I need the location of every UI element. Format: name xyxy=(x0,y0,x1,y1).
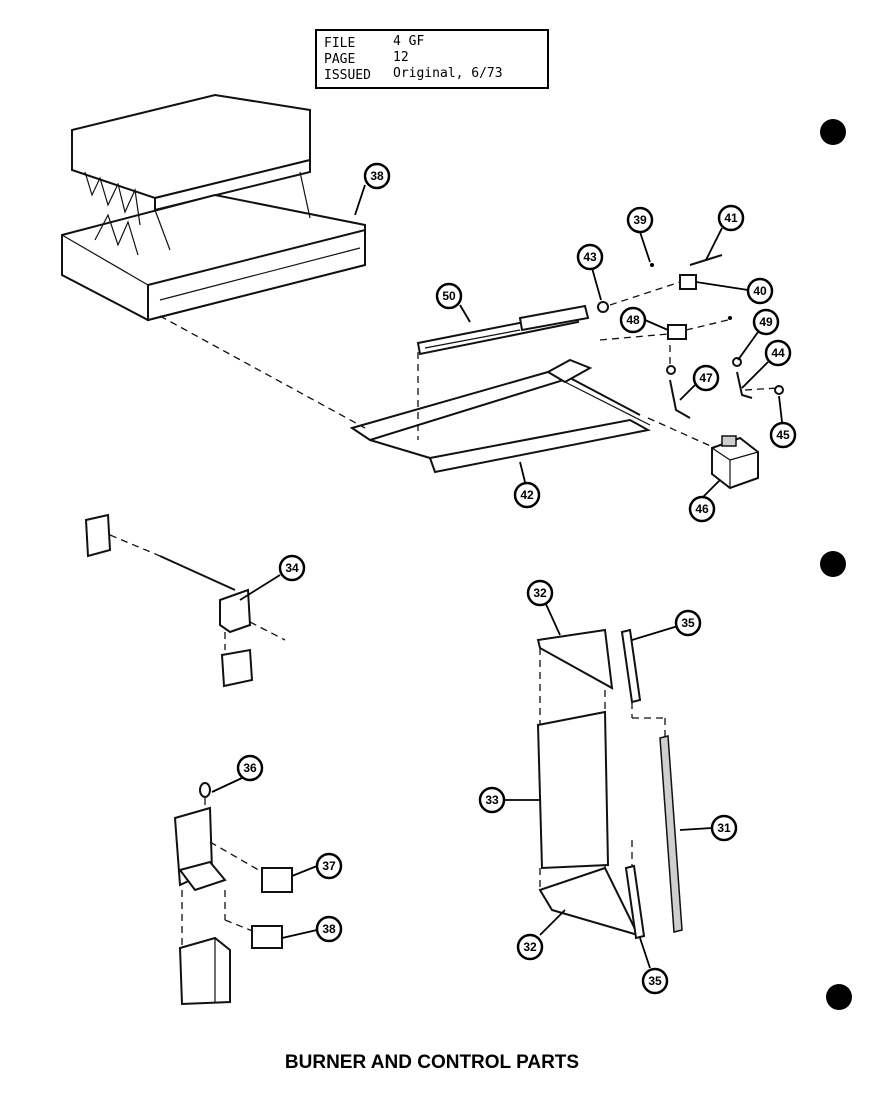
callout-44: 44 xyxy=(764,339,792,367)
callout-50: 50 xyxy=(435,282,463,310)
callout-34: 34 xyxy=(278,554,306,582)
callout-35-top: 35 xyxy=(674,609,702,637)
callout-49: 49 xyxy=(752,308,780,336)
issued-label: ISSUED xyxy=(324,68,371,83)
callout-label: 38 xyxy=(370,169,384,183)
callout-46: 46 xyxy=(688,495,716,523)
limit-switch-assembly xyxy=(84,513,286,688)
callout-label: 33 xyxy=(485,793,499,807)
diagram-title: BURNER AND CONTROL PARTS xyxy=(285,1052,579,1073)
callout-label: 41 xyxy=(724,211,738,225)
binder-hole-bottom xyxy=(826,984,852,1010)
callout-label: 35 xyxy=(681,616,695,630)
callout-32-top: 32 xyxy=(526,579,554,607)
file-info-box: FILE 4 GF PAGE 12 ISSUED Original, 6/73 xyxy=(315,29,549,89)
page-label: PAGE xyxy=(324,52,355,67)
callout-label: 32 xyxy=(533,586,547,600)
callout-47: 47 xyxy=(692,364,720,392)
callout-37: 37 xyxy=(315,852,343,880)
callout-38-top: 38 xyxy=(363,162,391,190)
callout-label: 47 xyxy=(699,371,713,385)
callout-45: 45 xyxy=(769,421,797,449)
callout-41: 41 xyxy=(717,204,745,232)
callout-40: 40 xyxy=(746,277,774,305)
callout-label: 38 xyxy=(322,922,336,936)
burner-tray xyxy=(349,358,651,474)
callout-32-bottom: 32 xyxy=(516,933,544,961)
page-value: 12 xyxy=(393,50,409,65)
file-value: 4 GF xyxy=(393,34,424,49)
callout-35-bottom: 35 xyxy=(641,967,669,995)
control-bracket-assembly xyxy=(173,782,293,1006)
callout-label: 44 xyxy=(771,346,785,360)
binder-hole-top xyxy=(820,119,846,145)
callout-label: 32 xyxy=(523,940,537,954)
assembly-lines-top xyxy=(159,281,779,449)
binder-hole-middle xyxy=(820,551,846,577)
callout-label: 46 xyxy=(695,502,709,516)
callout-label: 37 xyxy=(322,859,336,873)
callout-label: 34 xyxy=(285,561,299,575)
callout-label: 35 xyxy=(648,974,662,988)
file-label: FILE xyxy=(324,36,355,51)
callout-label: 31 xyxy=(717,821,731,835)
callout-39: 39 xyxy=(626,206,654,234)
callout-33: 33 xyxy=(478,786,506,814)
callout-36: 36 xyxy=(236,754,264,782)
callout-label: 42 xyxy=(520,488,534,502)
callout-label: 48 xyxy=(626,313,640,327)
duct-panel-assembly xyxy=(536,628,683,940)
callout-42: 42 xyxy=(513,481,541,509)
gas-valve xyxy=(711,435,759,490)
callout-label: 49 xyxy=(759,315,773,329)
callout-43: 43 xyxy=(576,243,604,271)
callout-label: 43 xyxy=(583,250,597,264)
issued-value: Original, 6/73 xyxy=(393,66,503,81)
callout-38-bottom: 38 xyxy=(315,915,343,943)
callout-label: 45 xyxy=(776,428,790,442)
burner-tube xyxy=(416,304,590,356)
callout-label: 50 xyxy=(442,289,456,303)
callout-31: 31 xyxy=(710,814,738,842)
callout-label: 39 xyxy=(633,213,647,227)
callout-label: 36 xyxy=(243,761,257,775)
callout-48: 48 xyxy=(619,306,647,334)
heat-exchanger-assembly xyxy=(61,93,366,322)
leader-lines xyxy=(211,184,783,969)
callout-label: 40 xyxy=(753,284,767,298)
